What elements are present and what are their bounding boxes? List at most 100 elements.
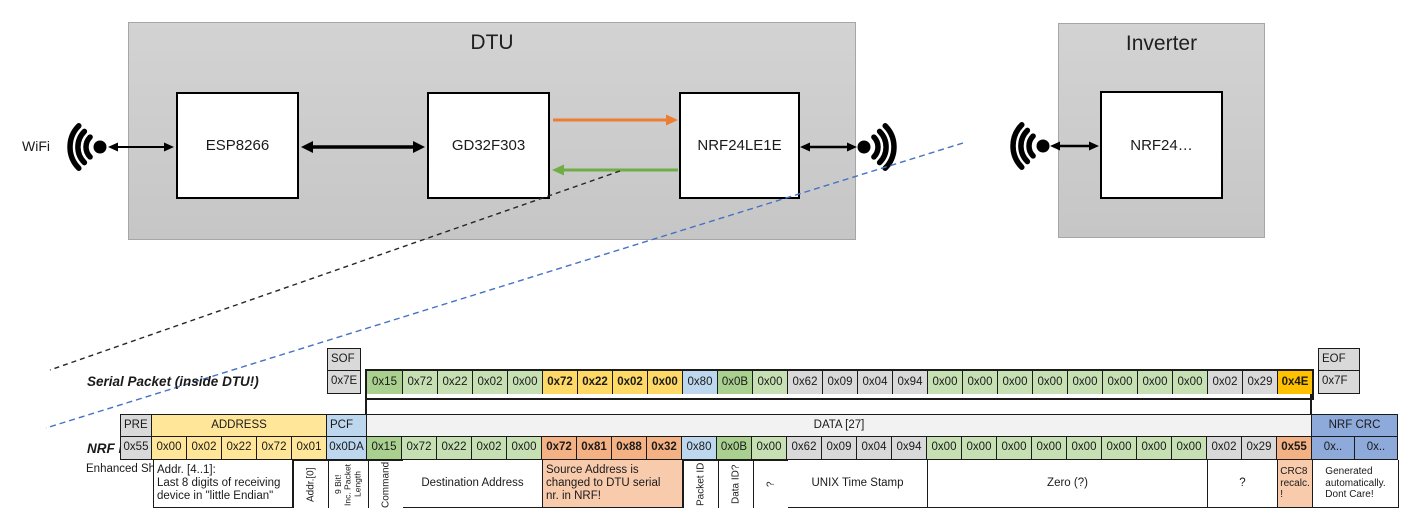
sof-header-cell: SOF: [327, 348, 361, 371]
dtu-title: DTU: [470, 31, 514, 54]
serial-byte-cell: 0x4E: [1277, 371, 1312, 394]
serial-byte-cell: 0x80: [682, 371, 717, 394]
wifi-signal-icon: [67, 123, 107, 171]
nrf-group-header-cell: PRE: [120, 414, 152, 437]
nrf-byte-cell: 0x..: [1355, 437, 1398, 460]
nrf-byte-cell: 0x22: [222, 437, 257, 460]
serial-byte-cell: 0x00: [927, 371, 962, 394]
nrf-byte-cell: 0x..: [1312, 437, 1355, 460]
eof-byte-cell: 0x7F: [1318, 371, 1360, 394]
nrf-byte-cell: 0x62: [787, 437, 822, 460]
nrf-byte-cell: 0x02: [1207, 437, 1242, 460]
nrf-byte-cell: 0x00: [997, 437, 1032, 460]
data-span-connector-right: [1310, 394, 1312, 415]
annotation-cell: 9 Bit! Inc. Packet Length: [328, 460, 368, 508]
nrf-group-header-cell: PCF: [327, 414, 367, 437]
nrf-byte-cell: 0x32: [647, 437, 682, 460]
annotation-cell: Packet ID: [683, 460, 718, 508]
nrf-byte-cell: 0x00: [1172, 437, 1207, 460]
nrf-group-header-cell: DATA [27]: [367, 414, 1312, 437]
inverter-nrf24-box: NRF24…: [1100, 91, 1223, 199]
inverter-title: Inverter: [1125, 32, 1198, 55]
annotation-spacer: [120, 460, 153, 508]
serial-byte-cell: 0x0B: [717, 371, 752, 394]
annotation-cell: Generated automatically. Dont Care!: [1313, 460, 1399, 508]
serial-byte-cell: 0x22: [437, 371, 472, 394]
eof-column: EOF 0x7F: [1318, 348, 1360, 394]
wifi-signal-icon: [1010, 122, 1050, 170]
serial-byte-cell: 0x22: [577, 371, 612, 394]
annotation-cell: Destination Address: [403, 460, 543, 508]
serial-byte-cell: 0x15: [367, 371, 402, 394]
annotation-cell: CRC8 recalc. !: [1278, 460, 1313, 508]
sof-column: SOF 0x7E: [327, 348, 361, 394]
nrf-byte-cell: 0x55: [120, 437, 152, 460]
nrf-byte-cell: 0x09: [822, 437, 857, 460]
annotation-cell: Command: [368, 460, 403, 508]
wifi-label: WiFi: [22, 138, 50, 154]
serial-byte-cell: 0x00: [1032, 371, 1067, 394]
serial-byte-cell: 0x02: [612, 371, 647, 394]
nrf-byte-cell: 0x72: [402, 437, 437, 460]
serial-byte-cell: 0x02: [1207, 371, 1242, 394]
nrf-byte-cell: 0x0B: [717, 437, 752, 460]
annotation-cell: Zero (?): [928, 460, 1208, 508]
eof-header-cell: EOF: [1318, 348, 1360, 371]
annotation-cell: ?: [753, 460, 788, 508]
nrf-packet-annotation-row: Addr. [4..1]: Last 8 digits of receiving…: [120, 460, 1399, 508]
serial-byte-cell: 0x72: [542, 371, 577, 394]
annotation-cell: Addr.[0]: [293, 460, 328, 508]
serial-byte-cell: 0x62: [787, 371, 822, 394]
nrf-byte-cell: 0x01: [292, 437, 327, 460]
serial-byte-cell: 0x29: [1242, 371, 1277, 394]
annotation-cell: Source Address is changed to DTU serial …: [543, 460, 683, 508]
nrf-byte-cell: 0x00: [962, 437, 997, 460]
serial-byte-cell: 0x00: [962, 371, 997, 394]
nrf24le1e-box: NRF24LE1E: [679, 92, 800, 199]
annotation-cell: Addr. [4..1]: Last 8 digits of receiving…: [153, 460, 293, 508]
serial-byte-cell: 0x00: [997, 371, 1032, 394]
nrf-group-header-cell: ADDRESS: [152, 414, 327, 437]
serial-byte-cell: 0x00: [1137, 371, 1172, 394]
nrf-byte-cell: 0x00: [152, 437, 187, 460]
nrf-byte-cell: 0x00: [1067, 437, 1102, 460]
nrf-byte-cell: 0x0DA: [327, 437, 367, 460]
inverter-container-box: Inverter: [1058, 23, 1265, 238]
nrf-byte-cell: 0x02: [187, 437, 222, 460]
nrf-byte-cell: 0x04: [857, 437, 892, 460]
nrf-byte-cell: 0x80: [682, 437, 717, 460]
nrf-byte-cell: 0x29: [1242, 437, 1277, 460]
serial-byte-cell: 0x09: [822, 371, 857, 394]
serial-byte-cell: 0x00: [507, 371, 542, 394]
nrf-byte-cell: 0x72: [257, 437, 292, 460]
annotation-cell: ?: [1208, 460, 1278, 508]
annotation-cell: UNIX Time Stamp: [788, 460, 928, 508]
gd32f303-box: GD32F303: [427, 92, 550, 199]
serial-byte-cell: 0x00: [1067, 371, 1102, 394]
nrf-byte-cell: 0x94: [892, 437, 927, 460]
nrf-byte-cell: 0x22: [437, 437, 472, 460]
sof-byte-cell: 0x7E: [327, 371, 361, 394]
serial-byte-cell: 0x02: [472, 371, 507, 394]
annotation-cell: Data ID?: [718, 460, 753, 508]
serial-packet-label: Serial Packet (inside DTU!): [87, 374, 259, 389]
wifi-signal-icon: [857, 123, 897, 171]
serial-byte-cell: 0x00: [1102, 371, 1137, 394]
nrf-group-header-cell: NRF CRC: [1312, 414, 1398, 437]
nrf-byte-cell: 0x81: [577, 437, 612, 460]
nrf-byte-cell: 0x00: [507, 437, 542, 460]
esp8266-box: ESP8266: [176, 92, 299, 199]
serial-byte-cell: 0x00: [647, 371, 682, 394]
nrf-byte-cell: 0x72: [542, 437, 577, 460]
nrf-byte-cell: 0x02: [472, 437, 507, 460]
nrf-byte-cell: 0x00: [927, 437, 962, 460]
serial-byte-cell: 0x04: [857, 371, 892, 394]
nrf-byte-cell: 0x00: [1137, 437, 1172, 460]
nrf-byte-cell: 0x00: [752, 437, 787, 460]
serial-byte-cell: 0x94: [892, 371, 927, 394]
nrf-byte-cell: 0x15: [367, 437, 402, 460]
